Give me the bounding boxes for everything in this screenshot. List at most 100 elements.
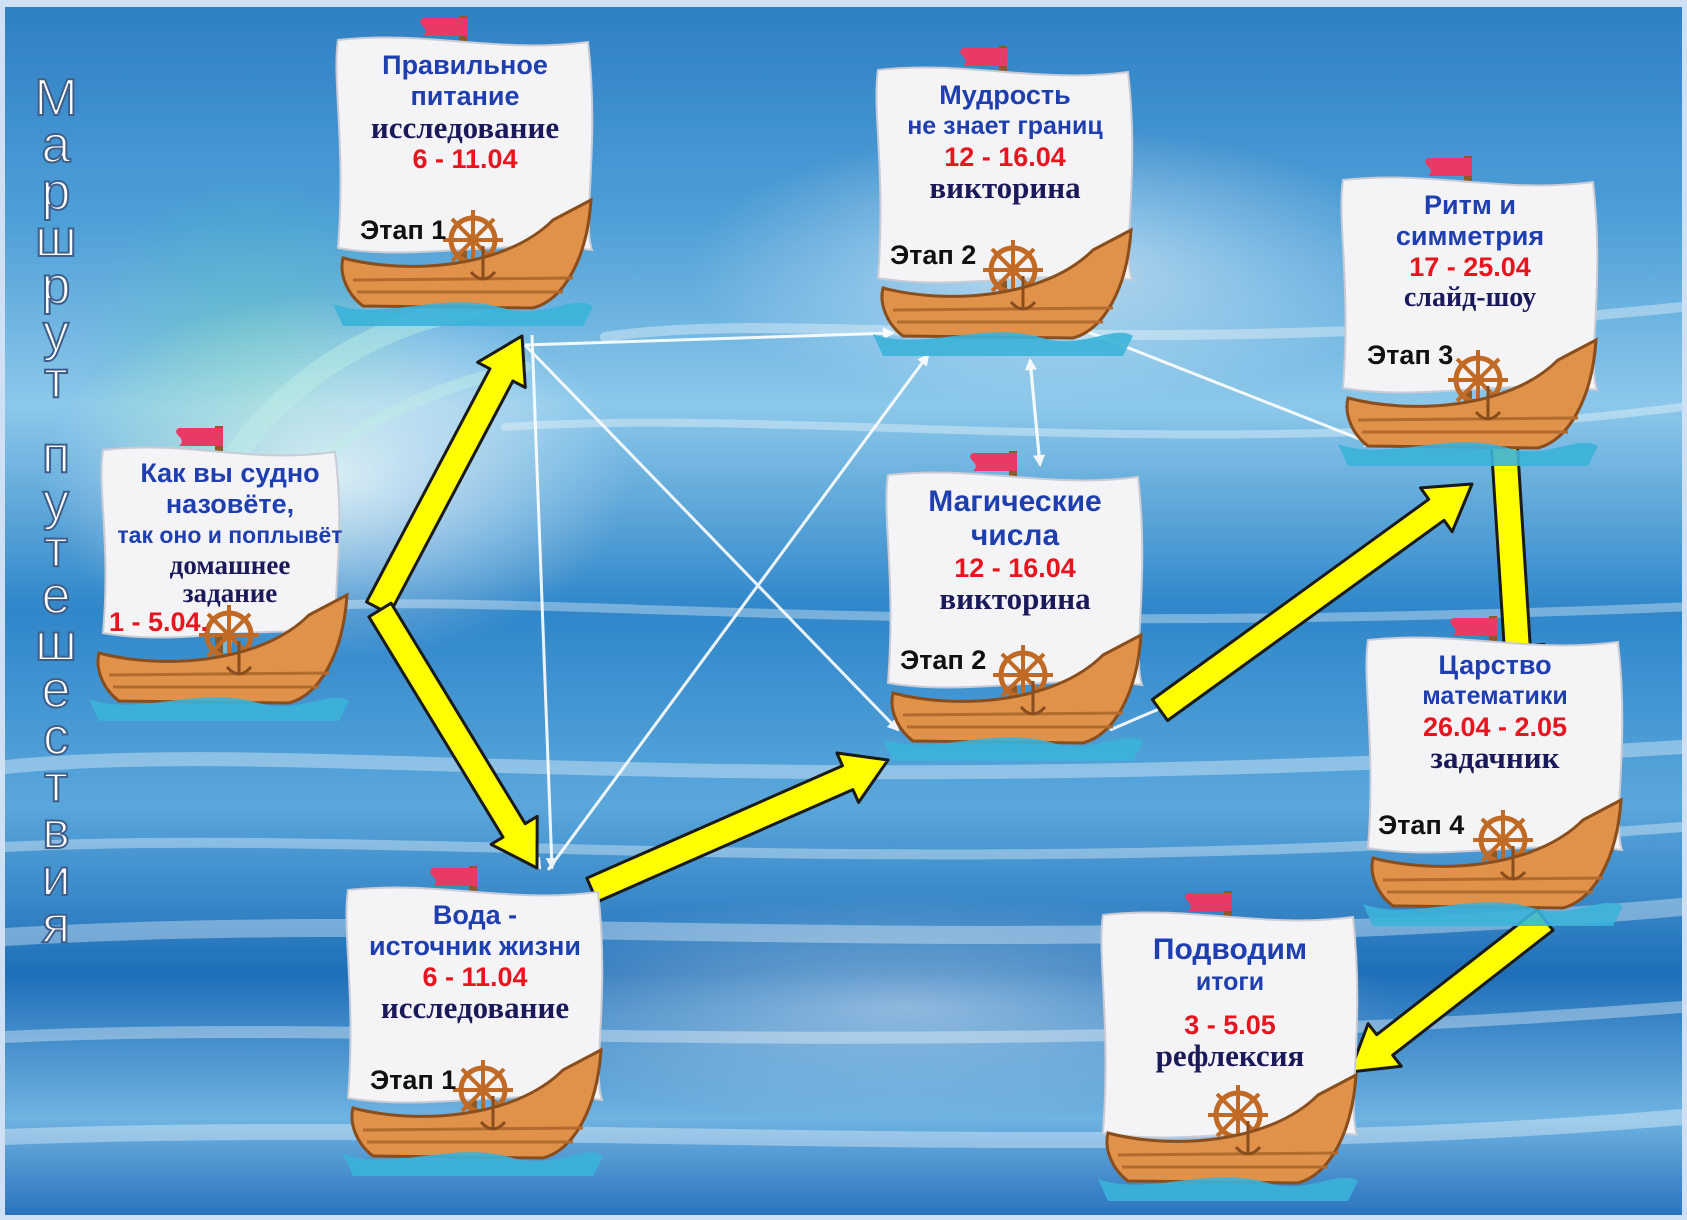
sail-icon — [345, 886, 604, 1104]
ship-art — [333, 16, 594, 326]
sail-text-water: Вода - источник жизни 6 - 11.04 исследов… — [344, 900, 606, 1024]
thin-arrow — [523, 343, 900, 732]
title-letter: в — [41, 802, 71, 860]
route-arrow-to-magic — [585, 751, 890, 904]
title-letter: с — [42, 708, 70, 766]
ship-kingdom: Царство математики 26.04 - 2.05 задачник… — [1350, 610, 1640, 930]
sail-text-rhythm: Ритм и симметрия 17 - 25.04 слайд-шоу — [1339, 190, 1601, 314]
ship-activity-2: задание — [182, 578, 278, 608]
sail-icon — [1100, 911, 1359, 1139]
hull-icon — [96, 592, 349, 705]
ship-art — [1363, 616, 1624, 926]
wave-icon — [333, 302, 593, 326]
route-arrow-to-nutrition — [365, 334, 527, 616]
title-letter: р — [41, 163, 72, 221]
title-letter: т — [43, 755, 69, 813]
title-letter: ш — [34, 210, 78, 268]
ship-title-line1: Мудрость — [939, 80, 1071, 110]
sail-text-magic: Магические числа 12 - 16.04 викторина — [884, 485, 1146, 615]
ship-activity: слайд-шоу — [1403, 282, 1537, 313]
ship-title-line2: назовёте, — [165, 489, 295, 519]
ship-activity: исследование — [370, 110, 560, 145]
flag-icon — [420, 18, 467, 36]
anchor-icon — [479, 1096, 507, 1131]
thin-arrow — [524, 327, 895, 347]
ship-date: 26.04 - 2.05 — [1422, 712, 1568, 742]
ship-title-line1: Магические — [928, 485, 1102, 518]
ship-wisdom: Мудрость не знает границ 12 - 16.04 викт… — [860, 40, 1150, 360]
ship-date: 3 - 5.05 — [1184, 1010, 1276, 1040]
thin-arrow — [1087, 330, 1377, 447]
hull-icon — [890, 632, 1143, 745]
ship-art — [89, 426, 349, 721]
helm-wheel-icon — [453, 1060, 513, 1120]
ship-title-line2: симметрия — [1395, 221, 1545, 251]
route-arrow-to-water — [367, 601, 539, 870]
ship-title-line1: Как вы судно — [140, 458, 320, 488]
hull-icon — [1345, 337, 1598, 450]
sail-text-kingdom: Царство математики 26.04 - 2.05 задачник — [1364, 650, 1626, 774]
ship-activity: домашнее — [169, 550, 291, 580]
title-letter: т — [43, 520, 69, 578]
title-letter: е — [41, 567, 72, 625]
anchor-icon — [1234, 1121, 1262, 1156]
sail-icon — [1340, 176, 1599, 394]
route-arrow-to-rhythm — [1150, 482, 1474, 722]
sail-icon — [875, 66, 1134, 284]
title-letter: т — [43, 351, 69, 409]
anchor-icon — [1474, 386, 1502, 421]
ship-art — [1338, 156, 1599, 466]
wave-icon — [873, 332, 1133, 356]
ship-title-line1: Ритм и — [1424, 190, 1516, 220]
ship-nutrition: Правильное питание исследование 6 - 11.0… — [320, 10, 610, 330]
anchor-icon — [1499, 846, 1527, 881]
ship-homework: Как вы судно назовёте, так оно и поплывё… — [85, 420, 375, 740]
hull-icon — [1105, 1072, 1358, 1185]
ship-title-line2: не знает границ — [907, 112, 1103, 140]
hull-icon — [340, 197, 593, 310]
wave-icon — [89, 697, 349, 721]
anchor-icon — [225, 641, 253, 676]
title-letter: у — [42, 304, 70, 362]
ship-activity: исследование — [380, 990, 570, 1025]
ship-date: 12 - 16.04 — [944, 142, 1066, 172]
ship-stage: Этап 1 — [360, 215, 447, 245]
flag-icon — [960, 48, 1007, 66]
wave-icon — [1363, 902, 1623, 926]
ship-date: 17 - 25.04 — [1409, 252, 1531, 282]
ship-rhythm: Ритм и симметрия 17 - 25.04 слайд-шоу Эт… — [1325, 150, 1615, 470]
ship-title-line1: Вода - — [432, 900, 518, 930]
ship-title-line2: питание — [410, 81, 520, 111]
flag-icon — [970, 453, 1017, 471]
ship-activity: задачник — [1430, 740, 1560, 775]
hull-icon — [880, 227, 1133, 340]
ship-art — [1098, 891, 1359, 1201]
ship-stage: Этап 2 — [890, 240, 977, 270]
sail-icon — [885, 471, 1144, 689]
ship-title-line1: Подводим — [1152, 933, 1308, 966]
ship-activity: викторина — [939, 581, 1091, 616]
sail-icon — [1365, 636, 1624, 854]
flag-icon — [1450, 618, 1497, 636]
hull-icon — [350, 1047, 603, 1160]
flag-icon — [1425, 158, 1472, 176]
helm-wheel-icon — [1448, 350, 1508, 410]
ship-stage: Этап 4 — [1378, 810, 1465, 840]
helm-wheel-icon — [199, 605, 259, 665]
title-letter: ш — [34, 614, 78, 672]
ship-water: Вода - источник жизни 6 - 11.04 исследов… — [330, 860, 620, 1180]
title-letter: п — [41, 426, 71, 484]
wave-icon — [343, 1152, 603, 1176]
ship-results: Подводим итоги 3 - 5.05 рефлексия — [1085, 885, 1375, 1205]
wave-icon — [1098, 1177, 1358, 1201]
ship-date: 6 - 11.04 — [412, 144, 518, 174]
ship-activity: викторина — [929, 170, 1081, 205]
ship-stage: Этап 2 — [900, 645, 987, 675]
flag-icon — [176, 428, 223, 446]
helm-wheel-icon — [983, 240, 1043, 300]
sail-text-results: Подводим итоги 3 - 5.05 рефлексия — [1099, 933, 1361, 1072]
ship-title-line2: числа — [970, 519, 1060, 552]
anchor-icon — [1009, 276, 1037, 311]
